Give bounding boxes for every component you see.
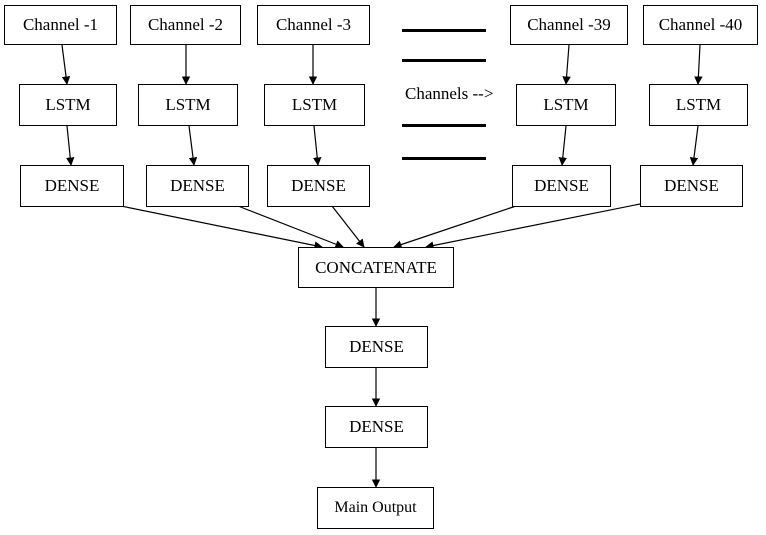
channel-2-node: Channel -2 [130, 5, 241, 45]
dense-head-node-2: DENSE [325, 406, 428, 448]
lstm-node-2: LSTM [138, 84, 238, 126]
edge-lstm39-dense [558, 125, 567, 166]
dense-node-3: DENSE [267, 165, 370, 207]
dense-node-40: DENSE [640, 165, 743, 207]
channel-40-node: Channel -40 [643, 5, 758, 45]
edge-lstm3-dense [313, 125, 322, 166]
lstm-node-1: LSTM [19, 84, 117, 126]
lstm-node-40: LSTM [649, 84, 748, 126]
edge-lstm40-dense [689, 125, 699, 166]
concatenate-node: CONCATENATE [298, 247, 454, 288]
channels-ellipsis-label: Channels --> [405, 84, 494, 103]
channel-3-node: Channel -3 [257, 5, 370, 45]
ellipsis-bar-3 [402, 124, 486, 127]
dense-node-1: DENSE [20, 165, 124, 207]
edge-channel1-lstm [61, 44, 71, 85]
edge-dense40-concat [425, 203, 641, 250]
edge-lstm2-dense [188, 125, 198, 166]
edge-channel39-lstm [562, 44, 571, 85]
dense-node-2: DENSE [146, 165, 249, 207]
edge-lstm1-dense [66, 125, 75, 166]
dense-node-39: DENSE [512, 165, 611, 207]
lstm-node-3: LSTM [264, 84, 365, 126]
lstm-node-39: LSTM [516, 84, 616, 126]
ellipsis-bar-4 [402, 157, 486, 160]
channel-1-node: Channel -1 [4, 5, 117, 45]
ellipsis-bar-2 [402, 59, 486, 62]
channel-39-node: Channel -39 [510, 5, 628, 45]
ellipsis-bar-1 [402, 29, 486, 32]
edge-dense39-concat [393, 205, 517, 249]
edge-dense1-concat [120, 205, 323, 250]
edge-dense2-concat [237, 205, 344, 249]
edge-dense3-concat [331, 205, 365, 248]
edge-channel40-lstm [694, 44, 703, 85]
dense-head-node-1: DENSE [325, 326, 428, 368]
main-output-node: Main Output [317, 487, 434, 529]
